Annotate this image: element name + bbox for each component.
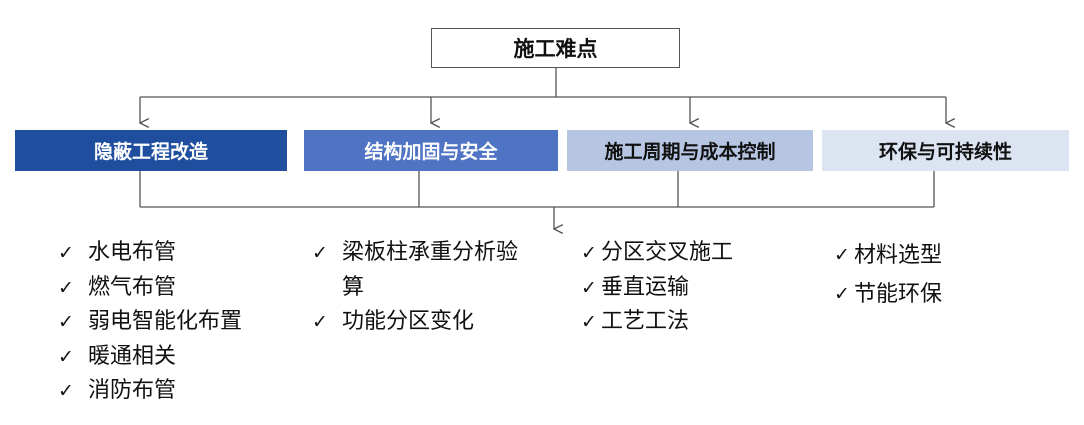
detail-list-schedule-cost: ✓分区交叉施工 ✓垂直运输 ✓工艺工法 [581, 236, 733, 340]
check-icon: ✓ [581, 311, 597, 333]
check-icon: ✓ [58, 242, 74, 264]
item-text: 节能环保 [854, 282, 943, 307]
detail-list-environment: ✓材料选型 ✓节能环保 [834, 236, 942, 314]
category-title: 环保与可持续性 [878, 141, 1012, 163]
category-structure-safety: 结构加固与安全 [304, 130, 558, 171]
item-text: 材料选型 [854, 243, 943, 268]
check-icon: ✓ [581, 276, 597, 299]
check-icon: ✓ [58, 345, 74, 368]
list-item: ✓垂直运输 [581, 271, 733, 306]
list-item: ✓工艺工法 [581, 305, 733, 340]
item-text: 水电布管 [88, 240, 177, 265]
check-icon: ✓ [834, 244, 850, 266]
check-icon: ✓ [312, 242, 328, 264]
check-icon: ✓ [58, 380, 74, 402]
check-icon: ✓ [58, 276, 74, 299]
item-text: 功能分区变化 [342, 309, 475, 334]
list-item: ✓ 弱电智能化布置 [58, 305, 242, 340]
root-node: 施工难点 [431, 28, 680, 68]
list-item: ✓ 梁板柱承重分析验算 [312, 236, 527, 305]
list-item: ✓节能环保 [834, 275, 942, 314]
category-title: 结构加固与安全 [364, 141, 498, 163]
list-item: ✓ 燃气布管 [58, 271, 242, 306]
list-item: ✓ 水电布管 [58, 236, 242, 271]
category-schedule-cost: 施工周期与成本控制 [567, 130, 813, 171]
item-text: 暖通相关 [88, 343, 177, 369]
detail-list-hidden-works: ✓ 水电布管 ✓ 燃气布管 ✓ 弱电智能化布置 ✓ 暖通相关 ✓ 消防布管 [58, 236, 242, 409]
list-item: ✓ 功能分区变化 [312, 305, 527, 340]
item-text: 弱电智能化布置 [88, 309, 243, 334]
category-hidden-works: 隐蔽工程改造 [15, 130, 287, 171]
check-icon: ✓ [581, 242, 597, 264]
category-environment: 环保与可持续性 [822, 130, 1069, 171]
item-text: 梁板柱承重分析验算 [342, 240, 519, 300]
category-title: 隐蔽工程改造 [93, 141, 208, 163]
item-text: 燃气布管 [88, 274, 177, 300]
item-text: 分区交叉施工 [601, 240, 734, 265]
root-title: 施工难点 [513, 37, 598, 61]
list-item: ✓材料选型 [834, 236, 942, 275]
item-text: 垂直运输 [601, 274, 690, 300]
category-title: 施工周期与成本控制 [604, 141, 776, 163]
check-icon: ✓ [834, 283, 850, 305]
check-icon: ✓ [58, 311, 74, 333]
list-item: ✓分区交叉施工 [581, 236, 733, 271]
item-text: 工艺工法 [601, 309, 690, 334]
item-text: 消防布管 [88, 378, 177, 403]
check-icon: ✓ [312, 311, 328, 333]
list-item: ✓ 暖通相关 [58, 340, 242, 375]
detail-list-structure-safety: ✓ 梁板柱承重分析验算 ✓ 功能分区变化 [312, 236, 527, 340]
list-item: ✓ 消防布管 [58, 374, 242, 409]
